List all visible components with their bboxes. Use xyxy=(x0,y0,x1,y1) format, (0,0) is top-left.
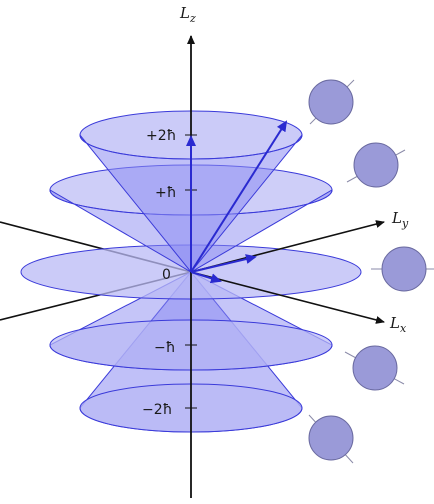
spin-sphere-icon xyxy=(346,142,406,188)
lx-axis xyxy=(190,271,385,324)
spin-sphere-icon xyxy=(371,246,434,292)
level-label: −2ħ xyxy=(142,402,172,418)
spin-sphere-icon xyxy=(308,414,354,464)
ly-axis-label: Ly xyxy=(391,209,409,230)
level-label: +2ħ xyxy=(146,128,176,144)
lx-axis-label: Lx xyxy=(389,314,407,335)
spin-sphere-icon xyxy=(308,79,355,125)
vector-l xyxy=(190,120,288,273)
level-label: +ħ xyxy=(155,185,176,201)
vector-lx-component xyxy=(190,271,222,284)
lz-axis-label: Lz xyxy=(179,4,196,25)
vector-ly-component xyxy=(190,254,257,273)
level-label: 0 xyxy=(162,267,171,283)
spin-sphere-icon xyxy=(344,345,405,391)
level-label: −ħ xyxy=(154,340,175,356)
